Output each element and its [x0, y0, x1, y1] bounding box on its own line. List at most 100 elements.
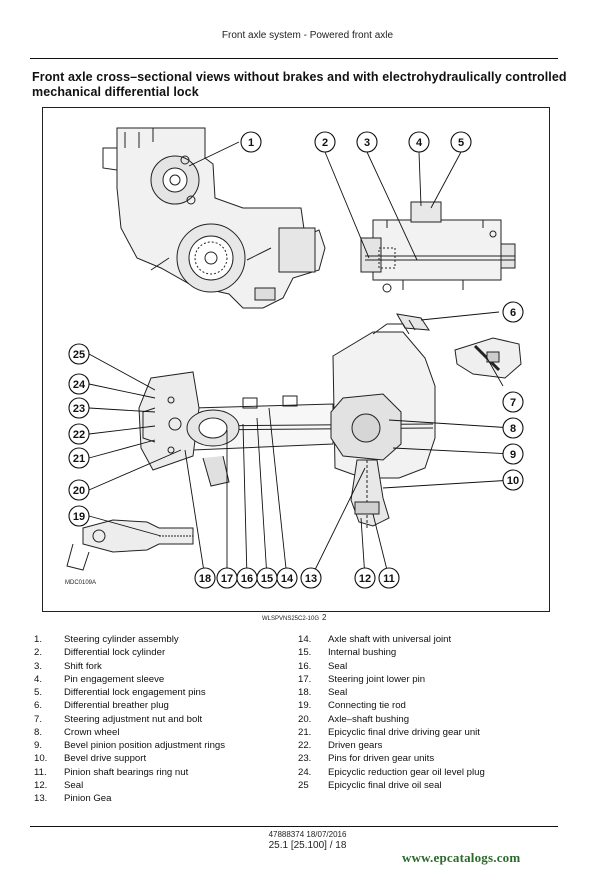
- legend-item: 17.Steering joint lower pin: [298, 673, 485, 686]
- legend-item: 21.Epicyclic final drive driving gear un…: [298, 726, 485, 739]
- legend-item-number: 22.: [298, 740, 312, 751]
- callout-label: 11: [383, 573, 395, 585]
- legend-item-number: 14.: [298, 634, 312, 645]
- callout-label: 6: [510, 307, 516, 319]
- footer-divider: [30, 826, 558, 827]
- legend-item-text: Crown wheel: [64, 726, 120, 738]
- legend-item-text: Steering joint lower pin: [328, 673, 426, 685]
- callout-label: 15: [261, 573, 273, 585]
- axle-drawing: 1234567891011121314151617181920212223242…: [65, 127, 524, 589]
- callout-label: 12: [359, 573, 371, 585]
- page-header-title: Front axle system - Powered front axle: [221, 30, 394, 41]
- callout-19: 19: [68, 505, 90, 527]
- legend-item-number: 15.: [298, 647, 312, 659]
- legend-item-number: 23.: [298, 753, 312, 765]
- legend-item-number: 13.: [34, 793, 48, 804]
- callout-label: 1: [248, 137, 254, 149]
- legend-item: 16.Seal: [298, 660, 485, 673]
- legend-item-text: Bevel pinion position adjustment rings: [64, 740, 226, 751]
- legend-item-text: Bevel drive support: [64, 753, 147, 765]
- callout-1: 1: [240, 131, 262, 153]
- legend-item-number: 11.: [34, 766, 47, 778]
- callout-label: 13: [305, 573, 317, 585]
- legend-item-text: Axle shaft with universal joint: [328, 634, 452, 645]
- callout-5: 5: [450, 131, 472, 153]
- legend-item-text: Pinion shaft bearings ring nut: [64, 766, 189, 778]
- legend-item-text: Seal: [64, 779, 84, 791]
- callout-label: 22: [73, 429, 85, 441]
- callout-label: 21: [73, 453, 85, 465]
- legend-item-text: Connecting tie rod: [328, 700, 406, 712]
- callout-7: 7: [502, 391, 524, 413]
- callout-label: 3: [364, 137, 370, 149]
- legend-item-text: Axle–shaft bushing: [328, 713, 410, 725]
- legend-item-text: Steering cylinder assembly: [64, 634, 179, 645]
- breather-plug-drawing: [396, 313, 430, 331]
- callout-23: 23: [68, 397, 90, 419]
- legend-item-text: Epicyclic final drive driving gear unit: [328, 726, 480, 738]
- legend-item: 12. Seal: [34, 779, 225, 792]
- legend-item-text: Epicyclic reduction gear oil level plug: [328, 766, 485, 778]
- legend-item-number: 12.: [34, 779, 48, 791]
- legend-item-text: Driven gears: [328, 740, 383, 751]
- legend-item-number: 10.: [34, 753, 48, 765]
- callout-6: 6: [502, 301, 524, 323]
- legend-item-number: 25: [298, 779, 309, 791]
- callout-15: 15: [256, 567, 278, 589]
- callout-label: 2: [322, 137, 328, 149]
- legend-left-column: 1. Steering cylinder assembly 2. Differenti…: [34, 633, 225, 805]
- legend-right-column: 14. Axle shaft with universal joint 15. Int…: [298, 633, 485, 792]
- legend-item-text: Internal bushing: [328, 647, 397, 659]
- header-divider: [30, 58, 558, 59]
- section-title: Front axle cross–sectional views without…: [32, 70, 567, 99]
- callout-label: 23: [73, 403, 85, 415]
- differential-lock-drawing: [360, 201, 516, 293]
- callout-25: 25: [68, 343, 90, 365]
- legend-item-text: Seal: [328, 687, 348, 698]
- callout-18: 18: [194, 567, 216, 589]
- legend-item: 11. Pinion shaft bearings ring nut: [34, 766, 225, 779]
- legend-item-text: Seal: [328, 660, 348, 672]
- legend-item-text: Epicyclic final drive oil seal: [328, 779, 442, 791]
- legend-item: 3.Shift fork: [34, 660, 225, 673]
- legend-item: 9.Bevel pinion position adjustment rings: [34, 739, 225, 752]
- legend-item-text: Pins for driven gear units: [328, 753, 435, 765]
- callout-label: 8: [510, 423, 516, 435]
- tie-rod-drawing: [66, 519, 194, 571]
- legend-item-text: Shift fork: [64, 660, 102, 672]
- legend-item: 13.Pinion Gea: [34, 792, 225, 805]
- figure-code: WLSPVNS25C2-10G: [262, 616, 320, 622]
- watermark-link[interactable]: www.epcatalogs.com: [402, 850, 521, 865]
- callout-22: 22: [68, 423, 90, 445]
- callout-label: 18: [199, 573, 211, 585]
- callout-3: 3: [356, 131, 378, 153]
- legend-item-number: 1.: [34, 634, 43, 645]
- callout-label: 10: [507, 475, 519, 487]
- callout-16: 16: [236, 567, 258, 589]
- legend-item-number: 2.: [34, 647, 43, 659]
- leader-lines: [88, 141, 514, 579]
- legend-item: 25 Epicyclic final drive oil seal: [298, 779, 485, 792]
- legend-item-number: 20.: [298, 713, 312, 725]
- legend-item: 20. Axle–shaft bushing: [298, 713, 485, 726]
- callout-4: 4: [408, 131, 430, 153]
- footer-document-reference: 47888374 18/07/2016: [268, 830, 347, 839]
- callout-label: 16: [241, 573, 253, 585]
- callout-20: 20: [68, 479, 90, 501]
- callout-label: 14: [281, 573, 294, 585]
- callout-13: 13: [300, 567, 322, 589]
- figure-number: 2: [322, 613, 327, 622]
- callout-2: 2: [314, 131, 336, 153]
- callout-label: 25: [73, 349, 85, 361]
- legend-item-text: Differential breather plug: [64, 700, 169, 712]
- callout-label: 24: [73, 379, 86, 391]
- legend-item: 19.Connecting tie rod: [298, 699, 485, 712]
- legend-item: 8.Crown wheel: [34, 726, 225, 739]
- legend-item: 14. Axle shaft with universal joint: [298, 633, 485, 646]
- legend-item-number: 5.: [34, 687, 43, 698]
- legend-item: 24. Epicyclic reduction gear oil level pl…: [298, 766, 485, 779]
- legend-item-number: 24.: [298, 766, 312, 778]
- callout-24: 24: [68, 373, 90, 395]
